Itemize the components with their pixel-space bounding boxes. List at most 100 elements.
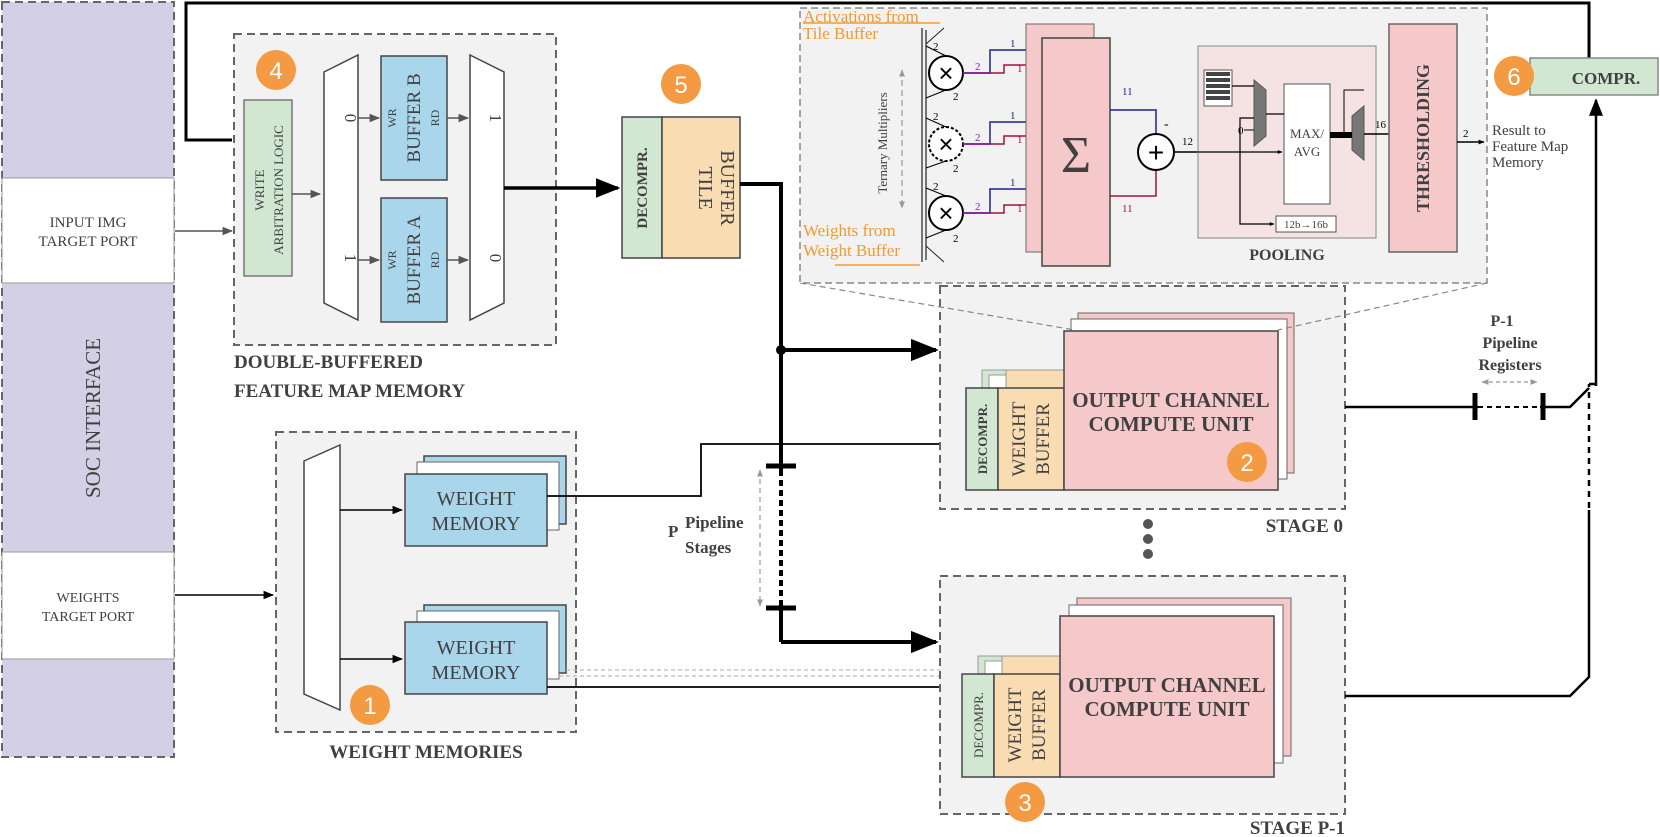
thresholding-label: THRESHOLDING: [1413, 64, 1433, 212]
bw-pos-3: 1: [1010, 177, 1016, 189]
max-avg-line2: AVG: [1294, 144, 1321, 159]
feature-map-caption2: FEATURE MAP MEMORY: [234, 381, 465, 402]
buffer-b-wr: WR: [385, 108, 399, 127]
weights-line2: Weight Buffer: [803, 241, 900, 260]
adder-tree: [1041, 37, 1111, 267]
badge-4: [256, 50, 296, 90]
bw-neg-2: 1: [1017, 134, 1023, 146]
buffer-a-wr: WR: [385, 250, 399, 269]
tile-buffer-block: DECOMPR. TILE BUFFER 5: [621, 64, 741, 259]
weights-port: [1, 551, 175, 660]
pooling-label: POOLING: [1249, 247, 1325, 264]
badge-5-label: 5: [674, 72, 687, 99]
badge-3-label: 3: [1018, 790, 1031, 817]
bw-neg-1: 1: [1017, 63, 1023, 75]
badge-2: [1227, 442, 1267, 482]
pool-zero: 0: [1238, 125, 1244, 137]
result-line2: Feature Map: [1492, 139, 1568, 155]
stage0-compute-line1: OUTPUT CHANNEL: [1072, 388, 1269, 412]
bw-in-3: 2: [933, 111, 939, 123]
weights-port-line1: WEIGHTS: [57, 591, 120, 606]
bw-in-4: 2: [953, 163, 959, 175]
weights-line1: Weights from: [803, 221, 896, 240]
buffer-a-label: BUFFER A: [404, 215, 425, 305]
stage0-compute-line2: COMPUTE UNIT: [1088, 412, 1253, 436]
mux-port-0: 0: [486, 254, 505, 263]
feedback-wire: [184, 1, 1591, 142]
input-port-line1: INPUT IMG: [50, 215, 127, 231]
range-box: [1275, 215, 1337, 233]
stageP-compute-line2: COMPUTE UNIT: [1084, 697, 1249, 721]
stage-p-1: DECOMPR. WEIGHT BUFFER OUTPUT CHANNEL CO…: [939, 575, 1346, 837]
arbitration-line2: ARBITRATION LOGIC: [271, 125, 286, 255]
weights-port-line2: TARGET PORT: [42, 610, 135, 625]
bw-mul-3: 2: [975, 201, 981, 213]
output-mux: [469, 53, 505, 322]
adder-minus: -: [1164, 117, 1169, 132]
weight-memories: WEIGHT MEMORY WEIGHT MEMORY 1 WEIGHT MEM…: [275, 431, 577, 763]
arbitration-logic: [243, 99, 293, 277]
buffer-a: [380, 197, 448, 323]
stage0-wb-line2: BUFFER: [1033, 403, 1054, 475]
stage0-decompr-label: DECOMPR.: [975, 404, 990, 474]
buffer-b: [380, 55, 448, 181]
bw-pos-1: 1: [1010, 38, 1016, 50]
result-line1: Result to: [1492, 123, 1546, 139]
pooling-block: 0 MAX/ AVG 12b→16b POOLING: [1197, 45, 1377, 264]
pool-mux-in: [1253, 78, 1267, 148]
weight-memory-1: [404, 473, 548, 547]
activations-line1: Activations from: [803, 7, 919, 26]
badge-5: [661, 64, 701, 104]
badge-1: [350, 685, 390, 725]
compute-unit-detail: Activations from Tile Buffer Weights fro…: [799, 7, 1568, 284]
stageP-decompr-label: DECOMPR.: [971, 692, 986, 758]
stage-0: DECOMPR. WEIGHT BUFFER OUTPUT CHANNEL CO…: [939, 285, 1346, 537]
bw-in-1: 2: [933, 41, 939, 53]
weight-memories-caption: WEIGHT MEMORIES: [329, 742, 522, 763]
weight-memory-2: [404, 621, 548, 695]
compr-box: [1529, 57, 1659, 96]
compr-block: COMPR. 6: [1494, 56, 1659, 96]
bw-neg-3: 1: [1017, 203, 1023, 215]
bw-16: 16: [1375, 119, 1387, 131]
badge-2-label: 2: [1240, 450, 1253, 477]
thresholding-unit: [1388, 23, 1458, 253]
demux-port-0: 0: [341, 114, 360, 123]
svg-text:×: ×: [938, 198, 953, 228]
tile-decompr-label: DECOMPR.: [635, 147, 651, 228]
weight-demux: [303, 443, 341, 712]
feature-map-memory: WRITE ARBITRATION LOGIC 0 1 BUFFER B WR …: [233, 33, 557, 402]
buffer-b-rd: RD: [428, 109, 442, 126]
stageP-compute-unit: [1059, 615, 1275, 778]
input-port-line2: TARGET PORT: [39, 234, 138, 250]
weight-memory-2-line1: WEIGHT: [437, 637, 516, 659]
pipeline-stages-2: Stages: [685, 538, 732, 557]
stageP-wb-line2: BUFFER: [1029, 689, 1050, 761]
stage0-weight-buffer: [997, 387, 1065, 491]
buffer-a-rd: RD: [428, 251, 442, 268]
mux-port-1: 1: [486, 114, 505, 123]
max-avg-unit: [1283, 83, 1331, 205]
p1-label: P-1: [1490, 313, 1513, 330]
badge-4-label: 4: [269, 58, 282, 85]
tile-decompr: [621, 116, 663, 259]
badge-1-label: 1: [363, 693, 376, 720]
stageP-weight-buffer: [993, 673, 1061, 778]
soc-title: SOC INTERFACE: [81, 338, 105, 498]
soc-interface: INPUT IMG TARGET PORT WEIGHTS TARGET POR…: [1, 1, 175, 758]
bw-in-2: 2: [953, 91, 959, 103]
range-label: 12b→16b: [1284, 219, 1329, 231]
p1-registers: Registers: [1478, 357, 1541, 374]
stageP-wb-line1: WEIGHT: [1005, 687, 1026, 762]
sum-symbol: Σ: [1061, 127, 1091, 184]
buffer-b-label: BUFFER B: [404, 73, 425, 162]
stageP-label: STAGE P-1: [1250, 818, 1345, 837]
bw-pos-2: 1: [1010, 110, 1016, 122]
bw-sum-pos: 11: [1122, 86, 1133, 98]
weight-memory-1-line1: WEIGHT: [437, 488, 516, 510]
demux-port-1: 1: [341, 254, 360, 263]
badge-3: [1005, 782, 1045, 822]
pool-mux-out: [1351, 104, 1365, 162]
pipeline-p: P: [668, 522, 678, 541]
